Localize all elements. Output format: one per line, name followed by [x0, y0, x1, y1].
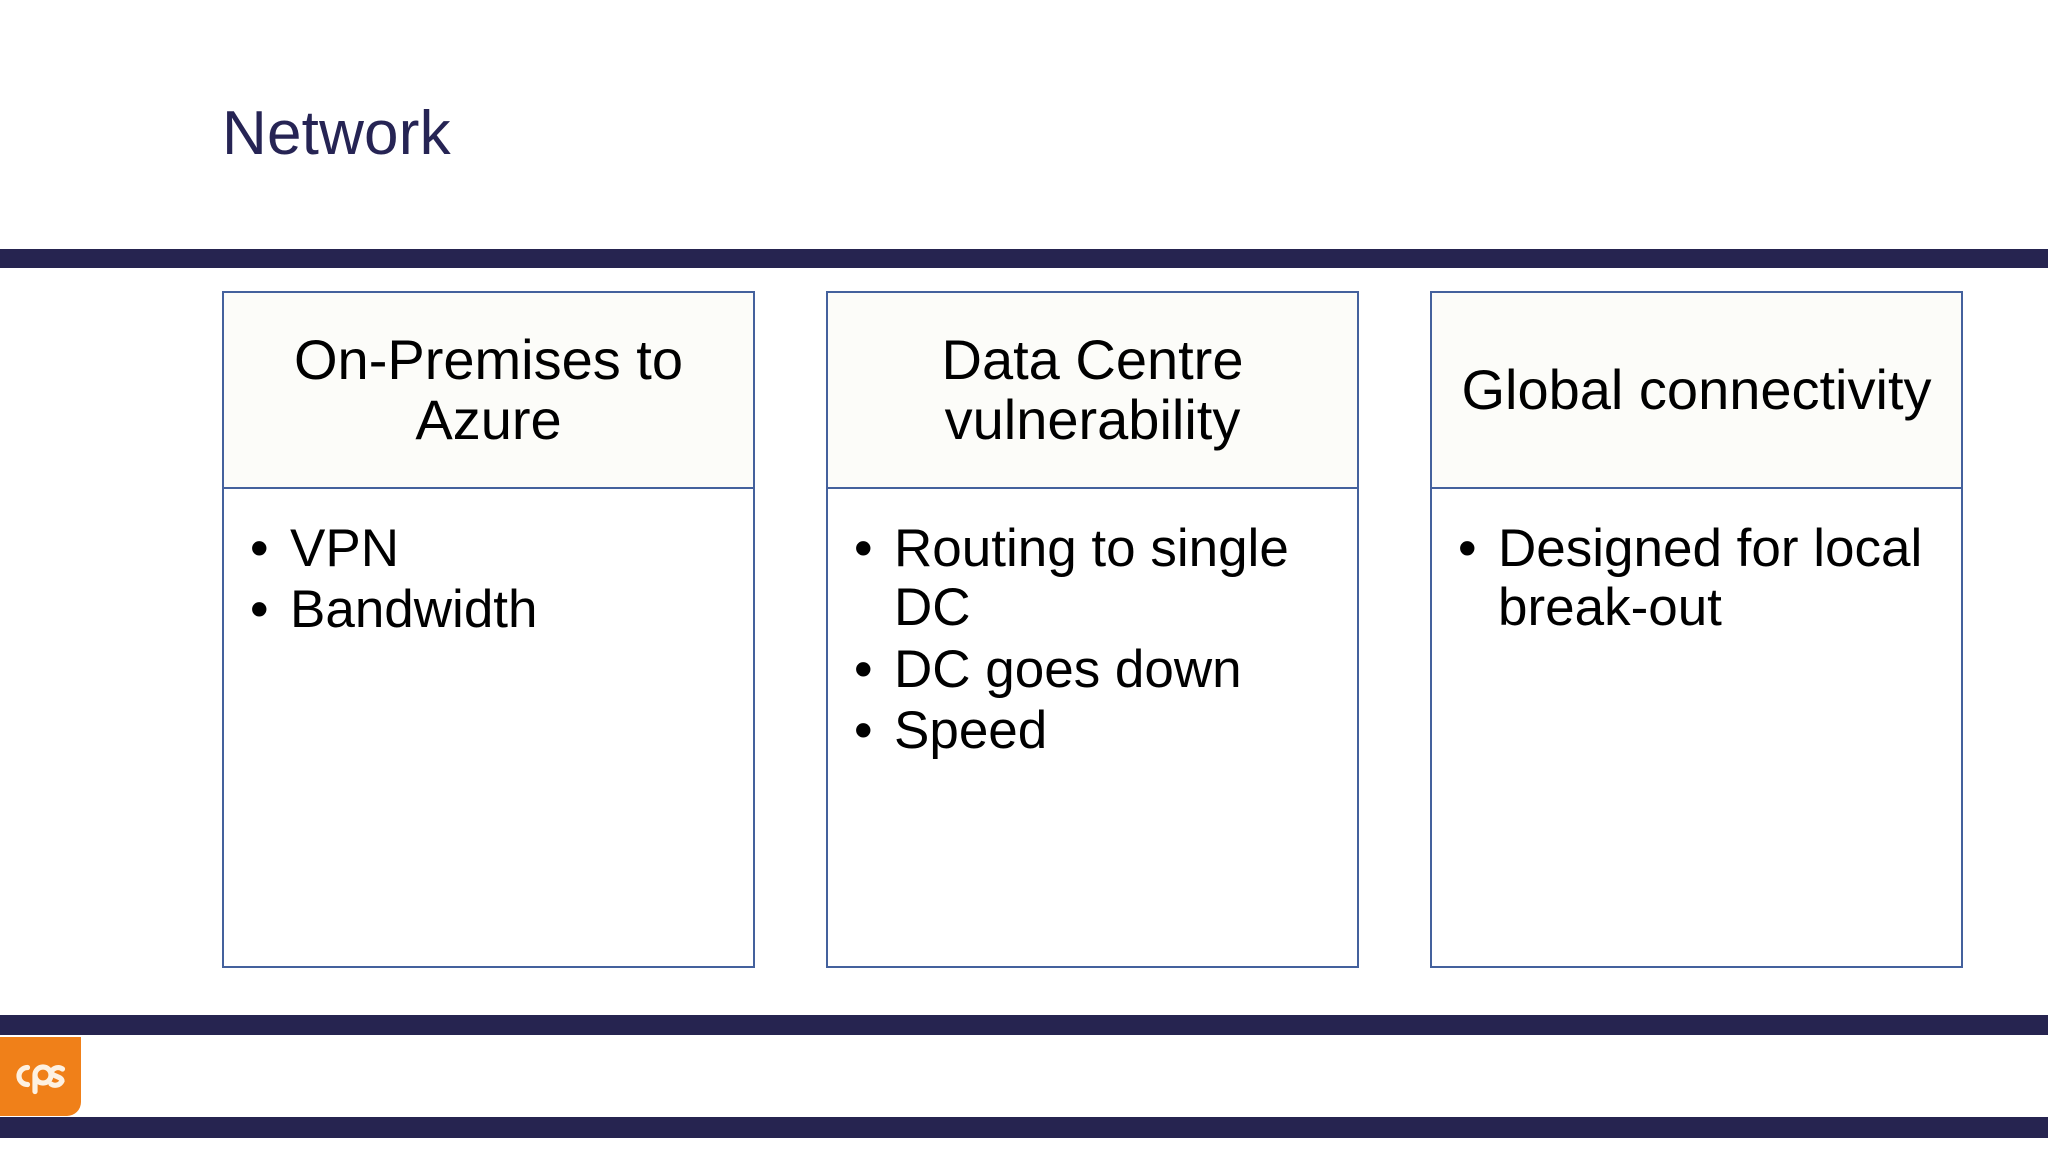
table-global-connectivity: Global connectivity • Designed for local… [1430, 291, 1963, 968]
cps-logo-icon [15, 1063, 65, 1094]
bullet-icon: • [250, 580, 269, 640]
table-header-cell: Global connectivity [1432, 293, 1961, 489]
table-header-cell: On-Premises to Azure [224, 293, 753, 489]
list-item-label: Routing to single DC [894, 519, 1289, 638]
table-body-cell: • Routing to single DC • DC goes down • … [828, 489, 1357, 966]
list-item: • Designed for local break-out [1454, 519, 1945, 638]
list-item-label: VPN [290, 519, 399, 578]
list-item: • Bandwidth [246, 580, 737, 639]
table-data-centre-vulnerability: Data Centre vulnerability • Routing to s… [826, 291, 1359, 968]
list-item-label: DC goes down [894, 639, 1242, 699]
table-header-label: Data Centre vulnerability [941, 327, 1244, 451]
cps-logo [0, 1037, 81, 1116]
content-tables: On-Premises to Azure • VPN • Bandwidth [0, 291, 2048, 971]
table-body-cell: • VPN • Bandwidth [224, 489, 753, 966]
bullet-icon: • [250, 519, 269, 578]
list-item: • Speed [850, 701, 1341, 760]
table-header-cell: Data Centre vulnerability [828, 293, 1357, 489]
list-item: • DC goes down [850, 640, 1341, 699]
table-on-premises-to-azure: On-Premises to Azure • VPN • Bandwidth [222, 291, 755, 968]
list-item-label: Designed for local break-out [1498, 519, 1923, 638]
divider-rule-footer [0, 1117, 2048, 1138]
bullet-icon: • [1458, 519, 1477, 578]
list-item: • VPN [246, 519, 737, 578]
bullet-icon: • [854, 519, 873, 578]
page-title: Network [222, 99, 451, 168]
divider-rule-top [0, 249, 2048, 268]
divider-rule-bottom [0, 1015, 2048, 1035]
list-item: • Routing to single DC [850, 519, 1341, 638]
bullet-list: • VPN • Bandwidth [246, 519, 737, 640]
bullet-icon: • [854, 701, 873, 761]
list-item-label: Bandwidth [290, 580, 538, 640]
table-header-label: Global connectivity [1461, 357, 1932, 421]
table-header-label: On-Premises to Azure [294, 327, 683, 451]
list-item-label: Speed [894, 701, 1048, 761]
bullet-icon: • [854, 639, 873, 699]
bullet-list: • Routing to single DC • DC goes down • … [850, 519, 1341, 760]
table-body-cell: • Designed for local break-out [1432, 489, 1961, 966]
bullet-list: • Designed for local break-out [1454, 519, 1945, 638]
